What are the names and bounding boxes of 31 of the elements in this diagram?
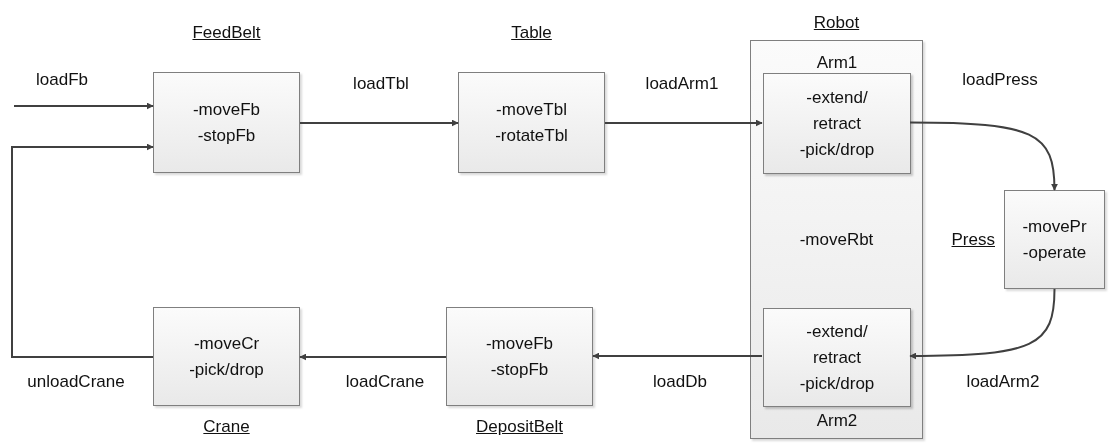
node-title: Press bbox=[951, 228, 995, 251]
arrow bbox=[909, 121, 1058, 191]
arrow bbox=[604, 119, 763, 127]
operation-text: -pick/drop bbox=[189, 358, 264, 381]
operation-text: -extend/ retract bbox=[805, 86, 869, 135]
node-title: Arm1 bbox=[816, 52, 858, 74]
node-title: Robot bbox=[813, 12, 860, 34]
arrow bbox=[299, 119, 459, 127]
arrow bbox=[592, 352, 763, 360]
arrow bbox=[909, 288, 1056, 360]
operation-text: -moveFb bbox=[485, 332, 554, 355]
operation-text: -moveFb bbox=[192, 98, 261, 121]
operation-text: -moveRbt bbox=[799, 228, 874, 251]
node-title: Crane bbox=[203, 416, 250, 438]
node-title: Table bbox=[511, 22, 552, 44]
operation-text: -movePr bbox=[1022, 215, 1087, 238]
operation-text: -pick/drop bbox=[799, 372, 875, 395]
operation-text: -moveCr bbox=[193, 332, 260, 355]
operation-text: -pick/drop bbox=[799, 138, 875, 161]
operation-text: -moveTbl bbox=[496, 98, 567, 121]
node-title: FeedBelt bbox=[192, 22, 261, 44]
arrow bbox=[11, 143, 154, 358]
operation-text: -rotateTbl bbox=[495, 124, 568, 147]
operation-text: -stopFb bbox=[197, 124, 256, 147]
operation-text: -operate bbox=[1022, 241, 1087, 264]
node-title: DepositBelt bbox=[476, 416, 563, 438]
operation-text: -stopFb bbox=[490, 358, 549, 381]
arrow bbox=[299, 353, 447, 361]
node-title: Arm2 bbox=[816, 410, 858, 432]
arrow bbox=[13, 102, 154, 110]
operation-text: -extend/ retract bbox=[805, 320, 869, 369]
